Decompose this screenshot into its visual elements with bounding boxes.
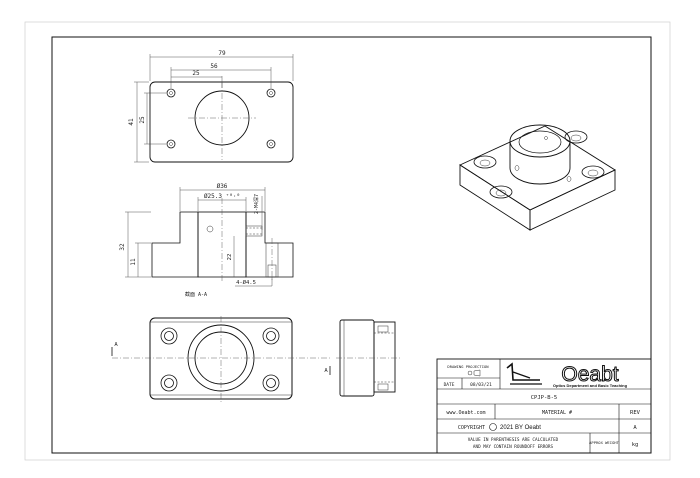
dim-base-height: 11 [130, 258, 137, 266]
dim-outer-dia: Ø36 [217, 183, 228, 190]
dim-bore-depth: 22 [227, 254, 233, 261]
front-view: A A [111, 316, 331, 402]
section-mark-right: A [324, 368, 328, 374]
dim-bore-dia: Ø25.3 ⁺⁰·⁰ [204, 193, 240, 200]
dim-half-pitch: 25 [192, 70, 200, 77]
rev-label: REV [630, 410, 641, 416]
section-mark-left: A [114, 342, 118, 348]
copyright-year: 2021 BY Oeabt [500, 425, 541, 431]
section-label: 截面 A-A [185, 291, 207, 298]
website: www.Oeabt.com [446, 410, 485, 416]
rev-value: A [633, 425, 637, 431]
oeabt-logo: Oeabt Optics Department and Basic Teachi… [506, 362, 628, 388]
logo-subtitle: Optics Department and Basic Teaching [553, 383, 628, 388]
copyright-icon [489, 423, 497, 431]
dim-overall-height: 41 [128, 118, 135, 126]
date-label: DATE [444, 382, 455, 388]
title-block: DRAWING PROJECTION DATE 08/03/21 CPJP-B-… [436, 358, 652, 454]
material-label: MATERIAL # [542, 410, 572, 416]
side-view [336, 319, 400, 397]
weight-label: APPROX WEIGHT [589, 440, 619, 445]
part-number: CPJP-B-5 [531, 395, 558, 401]
outer-border [24, 21, 671, 461]
note-line-2: AND MAY CONTAIN ROUNDOFF ERRORS [473, 444, 554, 450]
note-line-1: VALUE IN PARENTHESIS ARE CALCULATED [468, 437, 559, 443]
copyright-row: COPYRIGHT 2021 BY Oeabt [458, 423, 541, 431]
weight-value: kg [632, 442, 639, 448]
drawing-border [51, 36, 652, 454]
mount-holes [166, 88, 276, 149]
dim-total-height: 32 [119, 243, 126, 251]
dim-hole-pitch-vertical: 25 [139, 116, 146, 124]
projection-symbol-icon [467, 369, 481, 377]
dim-thread: 2-M4深7 [253, 194, 260, 214]
dim-counterbore: 4-Ø4.5 [236, 279, 256, 286]
dim-overall-width: 79 [218, 50, 226, 57]
drawing-projection-label: DRAWING PROJECTION [447, 364, 489, 369]
top-view: 79 56 25 41 25 [128, 50, 294, 163]
date-value: 08/03/21 [470, 382, 492, 388]
logo-text: Oeabt [561, 363, 618, 386]
section-view: Ø36 Ø25.3 ⁺⁰·⁰ 2-M4深7 32 11 22 4-Ø4.5 截面… [119, 183, 294, 298]
isometric-view [459, 124, 616, 231]
dim-hole-pitch: 56 [210, 63, 218, 70]
copyright-label: COPYRIGHT [458, 425, 485, 431]
